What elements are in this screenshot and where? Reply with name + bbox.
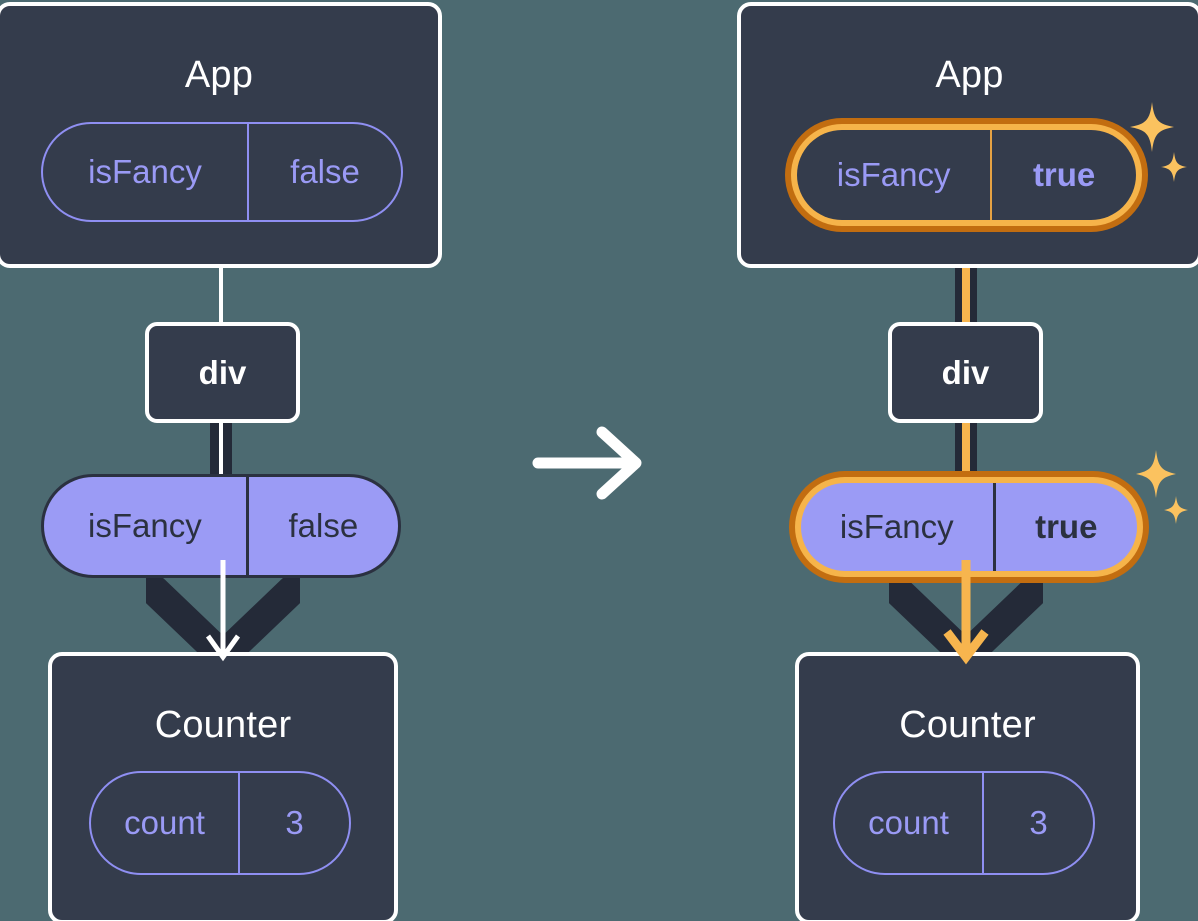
connector-app-to-div-left: [219, 262, 223, 324]
sparkles-icon-app: [1130, 102, 1187, 182]
connector-div-to-prop-left-inner: [219, 420, 223, 480]
app-state-value-before: false: [247, 124, 401, 220]
sparkles-icon-prop: [1136, 450, 1188, 524]
counter-state-pill-after: count 3: [833, 771, 1095, 875]
counter-state-value-after: 3: [982, 773, 1093, 873]
connector-app-to-div-right-inner: [962, 232, 970, 326]
div-box-label-after: div: [941, 353, 990, 391]
counter-box-title-after: Counter: [899, 704, 1036, 746]
app-state-key-after: isFancy: [836, 156, 951, 193]
prop-key-after: isFancy: [839, 508, 954, 545]
transition-arrow-icon: [532, 426, 642, 500]
app-state-value-after: true: [990, 130, 1136, 220]
counter-state-value-before: 3: [238, 773, 349, 873]
prop-pill-after: isFancy true: [801, 483, 1137, 571]
app-state-key-before: isFancy: [88, 153, 202, 190]
div-box-before: div: [145, 322, 300, 423]
prop-pill-highlight-inner: isFancy true: [795, 477, 1143, 577]
app-state-pill-highlight-ring: isFancy true: [785, 118, 1148, 232]
counter-state-key-after: count: [868, 804, 949, 841]
prop-pill-highlight-ring: isFancy true: [789, 471, 1149, 583]
connector-div-to-prop-right-inner: [962, 420, 970, 480]
app-state-pill-highlight-inner: isFancy true: [791, 124, 1142, 226]
counter-box-after: Counter: [795, 652, 1140, 921]
counter-box-title: Counter: [154, 704, 292, 746]
div-box-after: div: [888, 322, 1043, 423]
div-box-label: div: [198, 353, 247, 391]
app-state-pill-before: isFancy false: [41, 122, 403, 222]
counter-state-key-before: count: [124, 804, 205, 841]
prop-value-before: false: [245, 477, 398, 575]
app-state-pill-after: isFancy true: [797, 130, 1136, 220]
prop-pill-before: isFancy false: [41, 474, 401, 578]
prop-key-before: isFancy: [88, 507, 202, 544]
app-box-title-after: App: [935, 54, 1004, 96]
app-box-title: App: [184, 54, 254, 96]
counter-state-pill-before: count 3: [89, 771, 351, 875]
prop-value-after: true: [992, 483, 1137, 571]
